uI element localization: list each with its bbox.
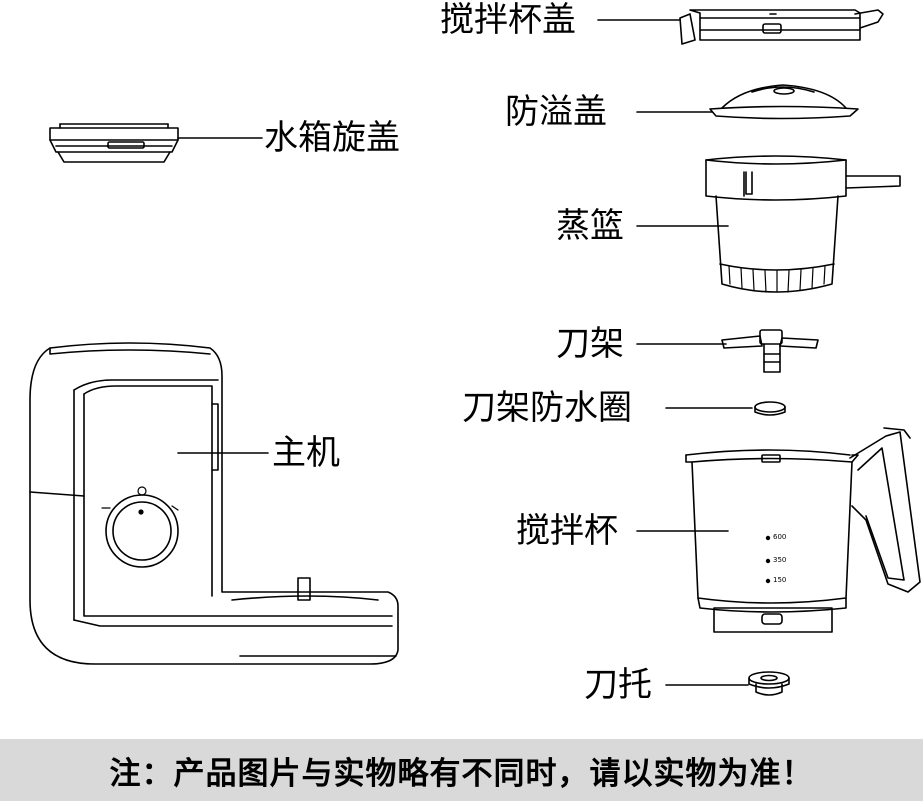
cup-scale-mark-600: 600 xyxy=(773,533,787,541)
label-blade-base: 刀托 xyxy=(584,665,652,705)
label-blender-cup: 搅拌杯 xyxy=(516,511,618,551)
label-anti-overflow-lid: 防溢盖 xyxy=(505,92,607,132)
blade-holder-illustration xyxy=(721,329,819,373)
footer-note-bar: 注：产品图片与实物略有不同时，请以实物为准！ xyxy=(0,739,923,801)
blade-seal-ring-illustration xyxy=(754,401,786,416)
footer-note: 注：产品图片与实物略有不同时，请以实物为准！ xyxy=(109,755,814,792)
anti-overflow-lid-illustration xyxy=(709,84,859,120)
label-blender-lid: 搅拌杯盖 xyxy=(440,0,576,40)
blender-lid-illustration xyxy=(679,9,884,45)
label-tank-cap: 水箱旋盖 xyxy=(264,118,400,158)
cup-scale-mark-350: 350 xyxy=(773,556,787,564)
main-unit-illustration xyxy=(29,342,399,665)
blender-cup-illustration xyxy=(685,427,921,633)
parts-illustration xyxy=(29,9,921,696)
label-blade-holder: 刀架 xyxy=(556,324,624,364)
leader-lines xyxy=(177,19,753,686)
cup-scale-mark-150: 150 xyxy=(773,576,787,584)
label-blade-seal-ring: 刀架防水圈 xyxy=(462,388,632,428)
blade-base-illustration xyxy=(748,671,790,696)
tank-cap-illustration xyxy=(49,123,179,163)
label-steam-basket: 蒸篮 xyxy=(556,206,624,246)
label-main-unit: 主机 xyxy=(272,433,340,473)
steam-basket-illustration xyxy=(705,155,901,293)
